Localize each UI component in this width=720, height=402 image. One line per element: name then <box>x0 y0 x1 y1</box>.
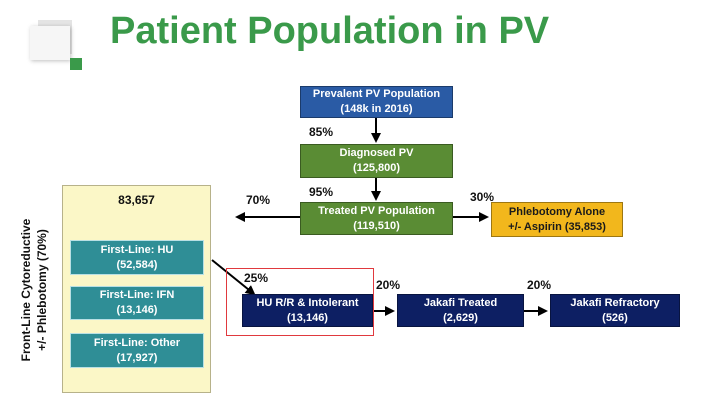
treated-box: Treated PV Population (119,510) <box>300 202 453 235</box>
logo-accent-square <box>70 58 82 70</box>
pct-to-hu-intolerant: 25% <box>244 271 269 285</box>
pct-to-jakafi-treated: 20% <box>376 278 401 292</box>
pct-to-frontline: 70% <box>246 193 271 207</box>
pct-to-jakafi-refractory: 20% <box>527 278 552 292</box>
page-title: Patient Population in PV <box>110 10 550 52</box>
prevalent-population-box: Prevalent PV Population (148k in 2016) <box>300 86 453 118</box>
highlight-frame <box>226 268 374 336</box>
logo-front-square <box>30 26 70 60</box>
treated-line1: Treated PV Population <box>318 204 435 217</box>
other-line2: (17,927) <box>116 351 158 364</box>
other-line1: First-Line: Other <box>93 336 181 349</box>
hu-intolerant-line1: HU R/R & Intolerant <box>256 296 359 309</box>
ifn-line1: First-Line: IFN <box>99 289 175 301</box>
prevalent-line1: Prevalent PV Population <box>312 88 441 100</box>
jakafi-refractory-line1: Jakafi Refractory <box>570 296 660 309</box>
jakafi-treated-line1: Jakafi Treated <box>423 296 498 309</box>
pct-to-phlebotomy: 30% <box>470 190 495 204</box>
hu-line2: (52,584) <box>116 258 158 271</box>
diagnosed-line1: Diagnosed PV <box>339 147 414 159</box>
phlebotomy-line2: +/- Aspirin (35,853) <box>508 220 606 233</box>
arrow-hu-to-intolerant <box>211 259 256 296</box>
phlebotomy-box: Phlebotomy Alone +/- Aspirin (35,853) <box>491 202 623 237</box>
pct-to-treated: 95% <box>309 185 334 199</box>
side-label-line2: +/- Phlebotomy (70%) <box>35 229 49 351</box>
jakafi-treated-line2: (2,629) <box>443 311 478 324</box>
jakafi-refractory-line2: (526) <box>602 311 628 324</box>
ifn-line2: (13,146) <box>116 304 158 316</box>
treated-line2: (119,510) <box>353 219 400 232</box>
prevalent-line2: (148k in 2016) <box>340 103 413 115</box>
jakafi-treated-box: Jakafi Treated (2,629) <box>397 294 524 327</box>
hu-intolerant-line2: (13,146) <box>287 311 328 324</box>
pct-to-diagnosed: 85% <box>309 125 334 139</box>
jakafi-refractory-box: Jakafi Refractory (526) <box>550 294 680 327</box>
diagnosed-line2: (125,800) <box>352 162 401 174</box>
frontline-total: 83,657 <box>118 193 155 207</box>
hu-line1: First-Line: HU <box>100 243 174 256</box>
hu-intolerant-box: HU R/R & Intolerant (13,146) <box>242 294 373 327</box>
diagnosed-box: Diagnosed PV (125,800) <box>300 144 453 178</box>
phlebotomy-line1: Phlebotomy Alone <box>508 205 606 218</box>
first-line-other-box: First-Line: Other (17,927) <box>70 333 204 368</box>
first-line-hu-box: First-Line: HU (52,584) <box>70 240 204 275</box>
frontline-side-label: Front-Line Cytoreductive +/- Phlebotomy … <box>18 180 50 400</box>
side-label-line1: Front-Line Cytoreductive <box>19 218 33 362</box>
first-line-ifn-box: First-Line: IFN (13,146) <box>70 286 204 320</box>
